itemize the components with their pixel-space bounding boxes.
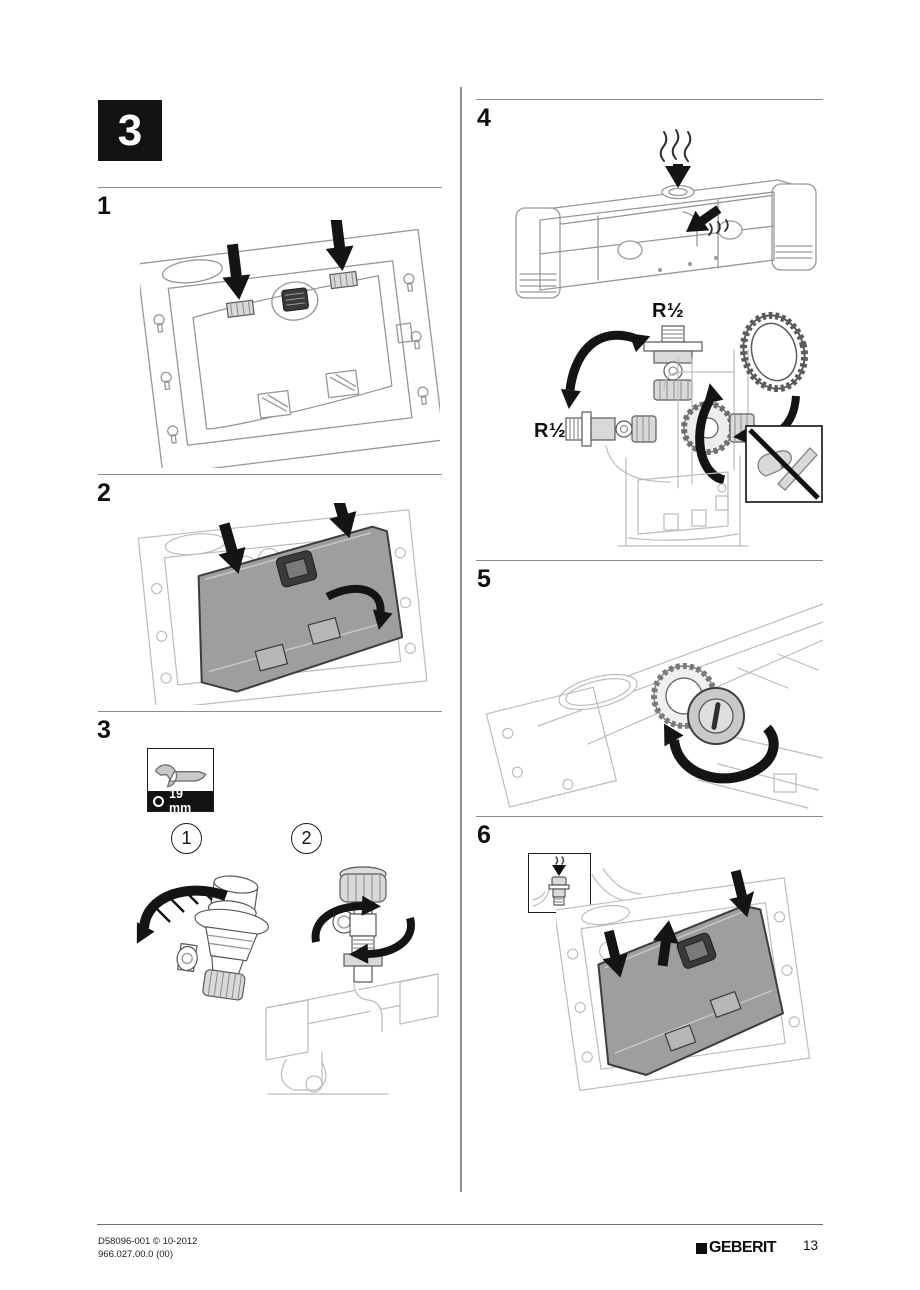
vise	[265, 973, 439, 1095]
step5-divider	[476, 560, 823, 561]
steam-icon	[708, 219, 729, 236]
step5-illustration	[485, 603, 823, 809]
connection-nipple-top	[643, 325, 703, 401]
document-number-line1: D58096-001 © 10-2012	[98, 1236, 198, 1247]
knob-slot	[711, 702, 721, 730]
steam-icon	[555, 856, 565, 865]
step2-illustration	[137, 503, 428, 705]
connection-nipple-left	[565, 411, 657, 447]
step6-inset-reference	[528, 853, 591, 913]
tighten-arrow-icon	[695, 397, 726, 485]
tool-size-label: 19 mm	[169, 787, 192, 815]
step2-number: 2	[97, 479, 111, 507]
logo-wordmark: GEBERIT	[709, 1239, 777, 1256]
inset-valve-illustration	[532, 856, 570, 907]
fill-valve	[136, 875, 269, 1001]
insert-arrow-icon	[552, 865, 566, 876]
press-down-arrow-icon	[329, 503, 357, 539]
step3-number: 3	[97, 716, 111, 744]
thread-size-label-left: R½	[534, 420, 567, 442]
wrench-icon	[154, 764, 207, 788]
column-divider	[460, 87, 462, 1192]
geberit-logo: GEBERIT	[696, 1239, 777, 1257]
step6-number: 6	[477, 821, 491, 849]
step4-number: 4	[477, 104, 491, 132]
lid-hole	[161, 259, 223, 284]
steam-icon	[659, 129, 692, 162]
section-number-badge: 3	[98, 100, 162, 161]
valve-knob	[651, 663, 745, 745]
reposition-arrow-icon	[565, 330, 636, 391]
step1-number: 1	[97, 192, 111, 220]
cistern	[515, 179, 817, 299]
press-down-arrow-icon	[729, 869, 755, 918]
step3-divider	[98, 711, 442, 712]
step4-illustration	[515, 129, 823, 547]
step4-divider	[476, 99, 823, 100]
page-number: 13	[803, 1238, 819, 1253]
protection-plate	[197, 525, 404, 693]
mounting-tabs	[225, 270, 359, 318]
press-down-arrow-icon	[222, 243, 251, 300]
logo-square-icon	[696, 1242, 707, 1254]
substep-2-marker: 2	[291, 823, 322, 854]
keyhole-icons	[567, 911, 800, 1063]
document-number-line2: 966.027.00.0 (00)	[98, 1249, 174, 1261]
swing-arrow-icon	[325, 585, 385, 614]
thread-size-label-top: R½	[652, 300, 685, 322]
document-number: D58096-001 © 10-2012 966.027.00.0 (00)	[98, 1235, 197, 1262]
toothed-ring-icon	[739, 311, 809, 393]
step3-illustration	[136, 866, 439, 1095]
footer-divider	[97, 1224, 823, 1225]
step2-divider	[98, 474, 442, 475]
keyhole-icons	[153, 273, 429, 444]
push-up-arrow-icon	[652, 920, 679, 967]
step1-divider	[98, 187, 442, 188]
shut-off-valve	[311, 866, 415, 1032]
socket-size-icon	[153, 795, 164, 807]
insert-arrow-icon	[686, 205, 722, 232]
keyhole-icons	[151, 547, 416, 684]
cistern-interior	[605, 445, 749, 547]
tool-size-bar: 19 mm	[148, 787, 213, 815]
rotate-arrow-icon	[365, 916, 415, 958]
press-down-arrow-icon	[325, 220, 354, 272]
no-pipe-wrench-icon	[745, 425, 823, 503]
press-down-arrow-icon	[602, 929, 628, 978]
press-down-arrow-icon	[218, 522, 246, 574]
rotate-arrow-icon	[669, 724, 779, 784]
tool-requirement-box: 19 mm	[147, 748, 214, 815]
substep-1-marker: 1	[171, 823, 202, 854]
insert-arrow-icon	[665, 164, 691, 188]
section-number: 3	[117, 105, 143, 155]
step5-number: 5	[477, 565, 491, 593]
wrap-arrow-icon	[139, 885, 228, 929]
cistern-frame	[485, 603, 823, 809]
step6-illustration	[556, 868, 811, 1091]
step6-divider	[476, 816, 823, 817]
step1-illustration	[140, 220, 440, 468]
rotate-arrow-icon	[311, 902, 365, 943]
